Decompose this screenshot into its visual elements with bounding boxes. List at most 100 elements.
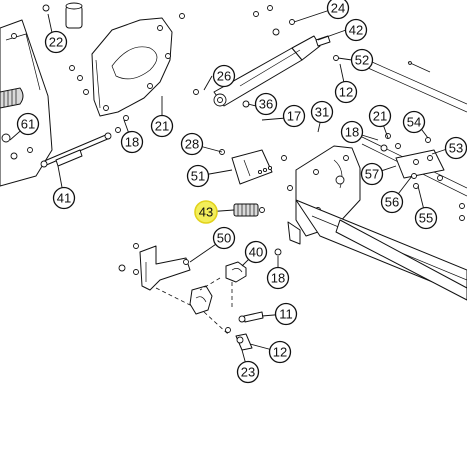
callout-52: 52 <box>350 48 374 72</box>
mounting-plate-part <box>91 13 185 121</box>
callout-label: 23 <box>241 365 255 380</box>
callout-label: 21 <box>373 109 387 124</box>
callout-label: 28 <box>185 137 199 152</box>
pin-22-part <box>42 2 89 95</box>
callout-label: 56 <box>385 195 399 210</box>
callout-label: 61 <box>21 117 35 132</box>
callout-circle-highlighted <box>194 200 218 224</box>
callout-circle <box>282 104 306 128</box>
callout-label: 24 <box>331 1 345 16</box>
callout-circle <box>52 186 76 210</box>
callout-circle <box>186 164 210 188</box>
callout-label: 22 <box>49 35 63 50</box>
callout-12-lower: 12 <box>268 340 292 364</box>
callout-21-left: 21 <box>150 114 174 138</box>
callout-label: 41 <box>57 191 71 206</box>
callout-circle <box>254 92 278 116</box>
callout-circle <box>274 302 298 326</box>
callout-circle <box>180 132 204 156</box>
callout-53: 53 <box>444 136 467 160</box>
callout-label: 18 <box>271 271 285 286</box>
callout-circle <box>268 340 292 364</box>
callout-label: 18 <box>125 135 139 150</box>
callout-circle <box>350 48 374 72</box>
bracket-50-part <box>118 243 201 311</box>
callout-22: 22 <box>44 30 68 54</box>
callout-label: 57 <box>365 167 379 182</box>
callout-40: 40 <box>244 240 268 264</box>
callout-18-right: 18 <box>340 120 364 144</box>
gas-strut-part <box>40 127 121 168</box>
callout-12-upper: 12 <box>334 80 358 104</box>
callout-circle <box>44 30 68 54</box>
callout-17: 17 <box>282 104 306 128</box>
callout-label: 31 <box>315 105 329 120</box>
roller-part <box>0 87 24 160</box>
callout-circle <box>212 64 236 88</box>
callout-label: 21 <box>155 119 169 134</box>
callout-label: 26 <box>217 69 231 84</box>
callout-23: 23 <box>236 360 260 384</box>
hydraulic-cylinder-part <box>193 5 339 108</box>
callout-11: 11 <box>274 302 298 326</box>
callout-label: 54 <box>407 115 421 130</box>
callout-circle <box>334 80 358 104</box>
callout-circle <box>212 226 236 250</box>
callout-circle <box>120 130 144 154</box>
callout-18-left: 18 <box>120 130 144 154</box>
callout-51: 51 <box>186 164 210 188</box>
callout-circle <box>402 110 426 134</box>
callout-circle <box>236 360 260 384</box>
callout-circle <box>244 240 268 264</box>
callout-circle <box>340 120 364 144</box>
callout-42: 42 <box>344 18 368 42</box>
callout-label: 12 <box>273 345 287 360</box>
right-bracket-parts <box>380 133 465 221</box>
callout-56: 56 <box>380 190 404 214</box>
line-art <box>0 2 467 351</box>
leader-lines <box>9 9 457 373</box>
callout-label: 43 <box>199 205 213 220</box>
callout-50: 50 <box>212 226 236 250</box>
callout-24: 24 <box>326 0 350 20</box>
callout-label: 51 <box>191 169 205 184</box>
clamp-40-part <box>189 261 247 335</box>
callout-18-lower: 18 <box>266 266 290 290</box>
callout-circle <box>414 206 438 230</box>
callout-label: 42 <box>349 23 363 38</box>
callout-circle <box>326 0 350 20</box>
callout-label: 12 <box>339 85 353 100</box>
callout-label: 18 <box>345 125 359 140</box>
callout-41: 41 <box>52 186 76 210</box>
main-beam-part <box>287 145 467 301</box>
callout-31: 31 <box>310 100 334 124</box>
bracket-51-part <box>219 149 293 191</box>
callout-61: 61 <box>16 112 40 136</box>
callout-55: 55 <box>414 206 438 230</box>
callout-circle <box>368 104 392 128</box>
callout-label: 36 <box>259 97 273 112</box>
callout-21-right: 21 <box>368 104 392 128</box>
callout-circle <box>150 114 174 138</box>
callout-label: 11 <box>279 307 293 322</box>
spring-43-part <box>233 203 265 217</box>
callout-54: 54 <box>402 110 426 134</box>
callout-57: 57 <box>360 162 384 186</box>
lower-bolts-part <box>225 248 282 351</box>
callout-circle <box>16 112 40 136</box>
callout-label: 17 <box>287 109 301 124</box>
callout-36: 36 <box>254 92 278 116</box>
left-frame-panel <box>0 19 53 187</box>
callout-label: 55 <box>419 211 433 226</box>
callout-circle <box>266 266 290 290</box>
callout-label: 40 <box>249 245 263 260</box>
callout-label: 52 <box>355 53 369 68</box>
callout-label: 53 <box>449 141 463 156</box>
callout-circle <box>380 190 404 214</box>
callout-circle <box>310 100 334 124</box>
callout-43-highlighted: 43 <box>194 200 218 224</box>
callout-label: 50 <box>217 231 231 246</box>
callout-circle <box>360 162 384 186</box>
callout-circle <box>344 18 368 42</box>
